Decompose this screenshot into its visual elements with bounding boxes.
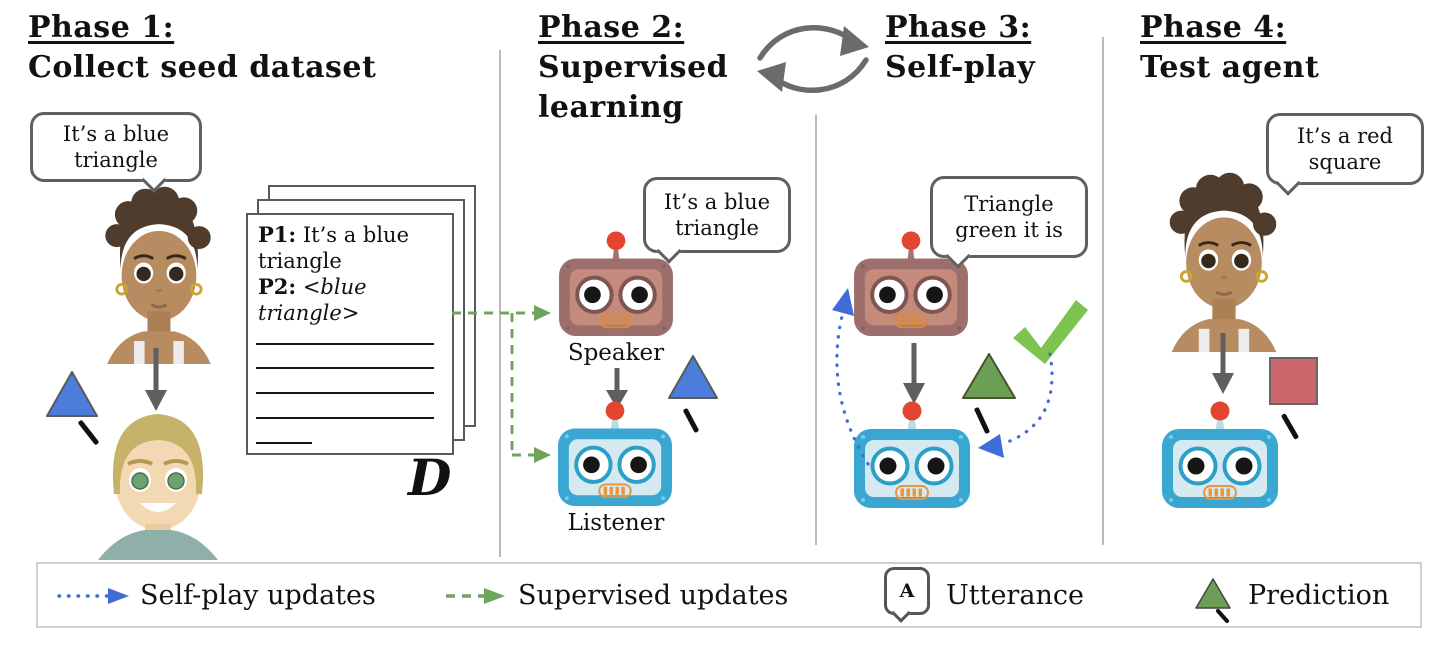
robot-listener (556, 398, 674, 508)
divider-phase3-4 (1102, 37, 1104, 545)
phase1-bubble-text: It’s a blue triangle (62, 122, 170, 172)
speech-bubble: It’s a red square (1266, 113, 1424, 196)
down-arrow-icon (606, 368, 628, 409)
phase2-subtitle: Supervised learning (538, 50, 729, 125)
utterance-bubble-icon: A (884, 567, 930, 623)
slash-icon (1280, 413, 1300, 440)
cycle-arrows-icon (757, 24, 869, 94)
legend-supervised-label: Supervised updates (518, 580, 789, 611)
divider-phase2-3 (815, 115, 817, 545)
document-line (256, 392, 434, 394)
dotted-arrow-icon (832, 288, 1054, 466)
dataset-symbol: D (408, 448, 452, 507)
speaker-label: Speaker (567, 340, 665, 366)
legend-self-play-label: Self-play updates (140, 580, 376, 611)
woman-avatar (95, 182, 221, 364)
divider-phase1-2 (499, 50, 501, 557)
document-text: P1: It’s a blue triangle P2: <blue trian… (258, 222, 442, 326)
phase4-subtitle: Test agent (1140, 50, 1320, 85)
phase4-heading: Phase 4: Test agent (1140, 8, 1430, 88)
dashed-arrow-icon (452, 305, 551, 463)
phase1-heading: Phase 1: Collect seed dataset (28, 8, 458, 88)
legend-prediction-label: Prediction (1248, 580, 1390, 611)
listener-label: Listener (567, 510, 665, 536)
phase4-bubble-text: It’s a red square (1297, 124, 1393, 174)
phase2-bubble-text: It’s a blue triangle (663, 190, 771, 240)
speech-bubble: It’s a blue triangle (643, 177, 791, 264)
utterance-letter: A (899, 580, 915, 602)
phase1-title: Phase 1: (28, 10, 175, 45)
document-p1-text: It’s a blue triangle (258, 223, 410, 273)
blue-triangle-icon (668, 355, 718, 399)
green-triangle-icon (1195, 578, 1231, 623)
slash-icon (682, 407, 700, 434)
green-triangle-icon (962, 353, 1016, 399)
phase2-heading: Phase 2: Supervised learning (538, 8, 743, 128)
phase1-subtitle: Collect seed dataset (28, 50, 377, 85)
phase2-title: Phase 2: (538, 10, 685, 45)
document-p2-text: <blue triangle> (258, 275, 367, 325)
phase3-subtitle: Self-play (885, 50, 1036, 85)
woman-avatar (1160, 165, 1286, 355)
man-avatar (90, 398, 226, 560)
checkmark-icon (1013, 300, 1088, 364)
blue-triangle-icon (46, 371, 98, 417)
red-square-icon (1269, 357, 1318, 405)
down-arrow-icon (145, 348, 167, 411)
robot-listener (1160, 398, 1280, 510)
document-line (256, 343, 434, 345)
document-line (256, 367, 434, 369)
speech-bubble: It’s a blue triangle (30, 112, 202, 193)
phase3-bubble-text: Triangle green it is (955, 192, 1063, 242)
legend-utterance-label: Utterance (946, 580, 1084, 611)
down-arrow-icon (1212, 333, 1234, 394)
dashed-arrow-icon (446, 588, 505, 604)
document-line (256, 442, 312, 444)
phase4-title: Phase 4: (1140, 10, 1287, 45)
document-page-front (246, 213, 454, 455)
document-line (256, 417, 434, 419)
down-arrow-icon (903, 343, 925, 404)
phase3-heading: Phase 3: Self-play (885, 8, 1095, 88)
speech-bubble: Triangle green it is (930, 176, 1088, 269)
phase3-title: Phase 3: (885, 10, 1032, 45)
document-p1-label: P1: (258, 222, 297, 247)
document-p2-label: P2: (258, 274, 297, 299)
dotted-arrow-icon (57, 588, 129, 604)
legend-box (36, 562, 1422, 628)
